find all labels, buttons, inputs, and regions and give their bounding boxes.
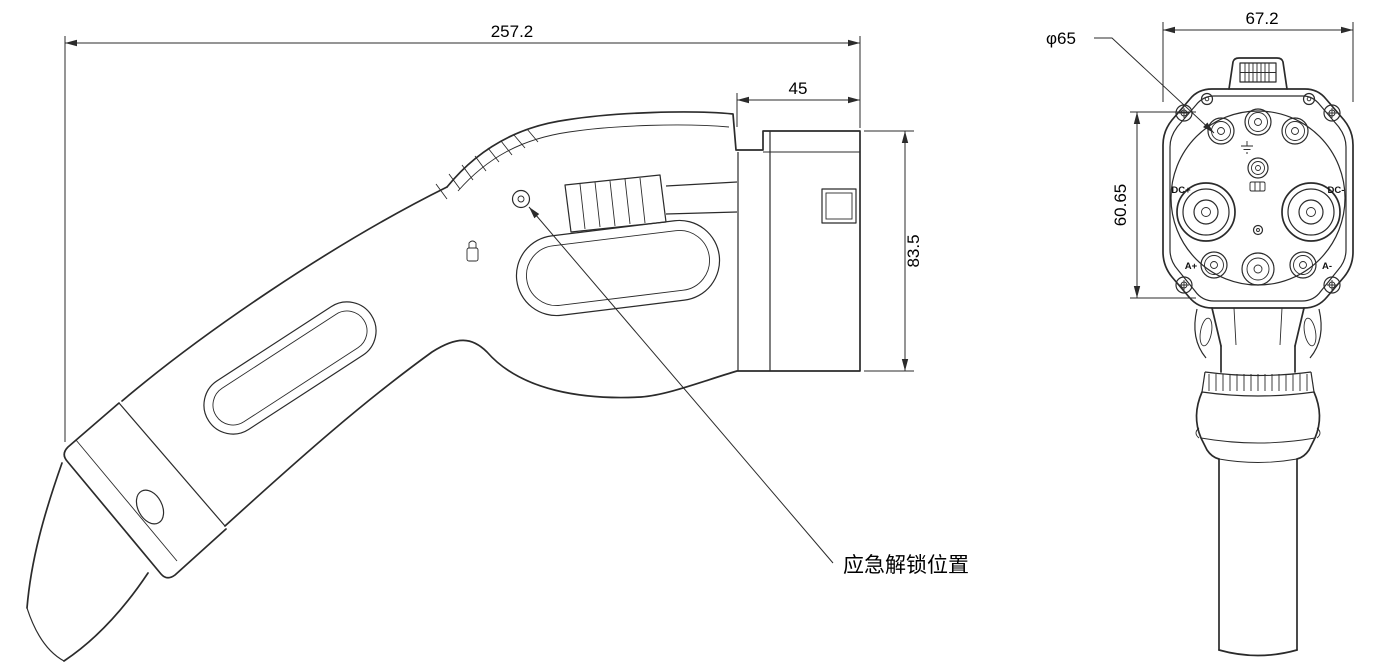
label-a-plus: A+ [1185,261,1198,272]
head-inner-line [457,124,730,192]
label-dc-minus: DC- [1328,185,1345,196]
dim-nose-height: 83.5 [864,130,923,372]
screw-icon [1175,276,1193,294]
dim-nose-length: 45 [736,79,860,127]
front-view: DC+ DC- A+ A- [1162,57,1354,657]
lock-icon [466,240,479,262]
dim-overall-length: 257.2 [64,22,861,442]
boot-inner-line [75,439,178,562]
boot-seam-line [118,402,226,527]
pin-middle-small [1247,157,1269,179]
pin-top-middle [1244,108,1272,136]
dim-diameter-callout: φ65 [1046,29,1215,134]
front-grip [1194,307,1322,657]
unlock-button [511,189,531,209]
dim-nose-length-value: 45 [789,79,808,98]
screw-icon [1323,276,1341,294]
gun-body-outline [224,111,861,527]
handle-cutout [203,301,377,435]
latch-nub [1228,57,1288,90]
pin-bottom-middle [1241,252,1275,286]
grip-serrations [435,128,539,200]
unlock-label: 应急解锁位置 [843,554,969,577]
cable-boot-outline [63,402,227,579]
diameter-leader [1094,37,1215,134]
latch-mechanism [564,174,738,233]
dim-pin-field-height: 60.65 [1111,111,1196,299]
unlock-leader [528,206,834,564]
label-dc-plus: DC+ [1171,185,1191,196]
pin-dc-plus [1176,182,1236,242]
screw-icon [1323,104,1341,122]
face-outer-outline [1162,88,1354,309]
dim-overall-length-value: 257.2 [491,22,534,41]
nose-release-button [821,188,857,224]
unlock-callout: 应急解锁位置 [511,189,969,577]
dim-diameter-value: φ65 [1046,29,1076,48]
boot-hole [135,489,165,525]
dim-pin-field-height-value: 60.65 [1111,184,1130,227]
shoulder-screw-left-icon [1200,92,1214,106]
face-center-dot [1252,224,1264,236]
dim-nose-height-value: 83.5 [904,234,923,267]
cable [26,462,149,662]
shoulder-screw-right-icon [1302,92,1316,106]
body-cutout [515,219,721,317]
pin-dc-minus [1281,182,1341,242]
dim-face-width-value: 67.2 [1245,9,1278,28]
ground-symbol-icon [1241,141,1253,154]
handle-upper-edge [121,186,448,402]
face-inner-outline [1169,95,1347,302]
side-view [26,111,861,662]
insert-circle [1170,110,1346,286]
pin-a-plus [1200,251,1228,279]
pin-a-minus [1289,251,1317,279]
cc-symbol-icon [1249,181,1266,192]
pin-top-right [1281,117,1309,145]
label-a-minus: A- [1322,261,1332,272]
dim-face-width: 67.2 [1162,9,1354,102]
